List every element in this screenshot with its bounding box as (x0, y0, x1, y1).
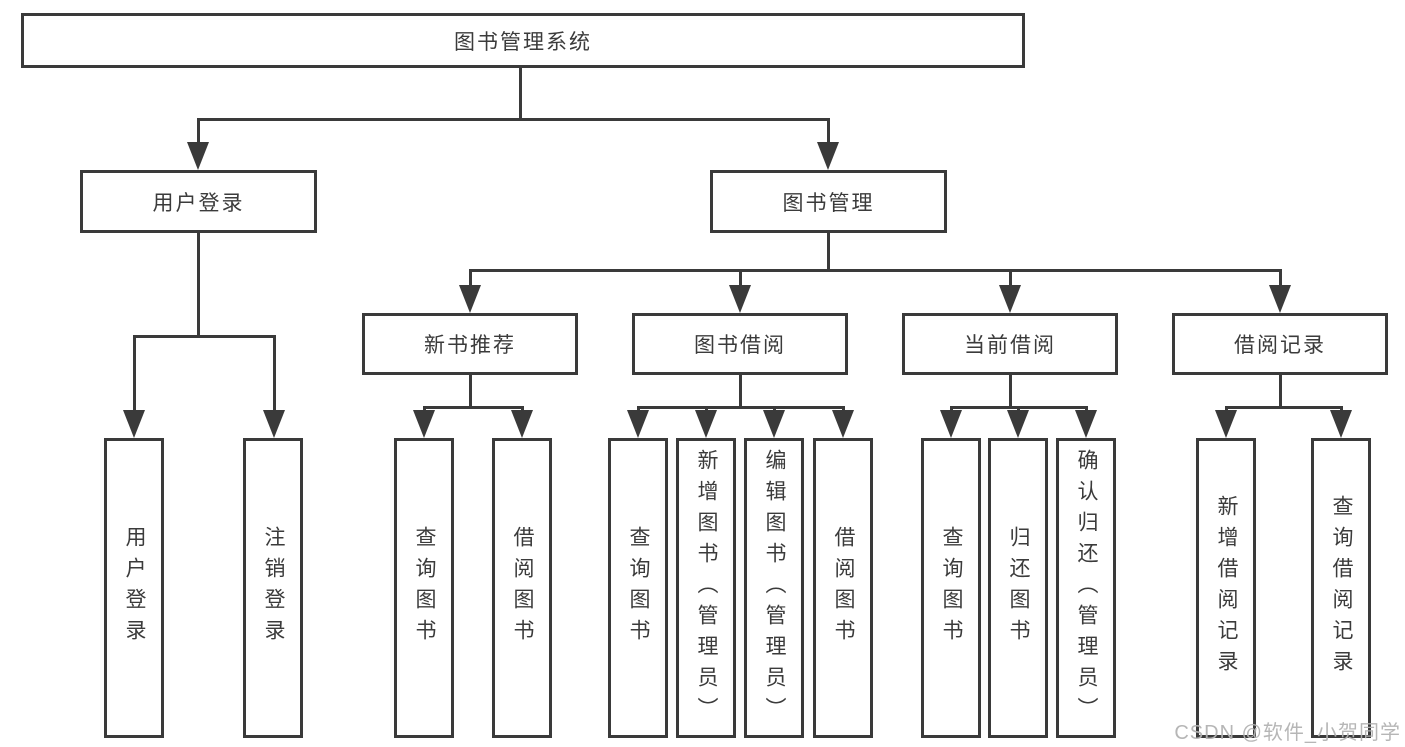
arrow-down-icon (1330, 410, 1352, 438)
node-user-login-branch: 用户登录 (80, 170, 317, 233)
connector-line (197, 118, 830, 121)
arrow-down-icon (627, 410, 649, 438)
connector-line (197, 118, 200, 146)
connector-line (739, 375, 742, 406)
arrow-down-icon (832, 410, 854, 438)
connector-line (1225, 406, 1343, 409)
arrow-down-icon (413, 410, 435, 438)
leaf-add-borrow-record: 新增借阅记录 (1196, 438, 1256, 738)
arrow-down-icon (1269, 285, 1291, 313)
arrow-down-icon (1215, 410, 1237, 438)
connector-line (1009, 375, 1012, 406)
connector-line (827, 233, 830, 269)
connector-line (739, 269, 742, 287)
leaf-return-books: 归还图书 (988, 438, 1048, 738)
arrow-down-icon (123, 410, 145, 438)
arrow-down-icon (695, 410, 717, 438)
leaf-edit-books-admin: 编辑图书（管理员） (744, 438, 804, 738)
connector-line (469, 269, 1282, 272)
leaf-confirm-return-admin: 确认归还（管理员） (1056, 438, 1116, 738)
connector-line (273, 335, 276, 414)
node-book-management-branch: 图书管理 (710, 170, 947, 233)
leaf-query-borrow-record: 查询借阅记录 (1311, 438, 1371, 738)
leaf-logout: 注销登录 (243, 438, 303, 738)
connector-line (197, 233, 200, 335)
connector-line (1279, 375, 1282, 406)
connector-line (133, 335, 136, 414)
node-book-borrowing: 图书借阅 (632, 313, 848, 375)
arrow-down-icon (729, 285, 751, 313)
arrow-down-icon (511, 410, 533, 438)
connector-line (637, 406, 845, 409)
connector-line (469, 269, 472, 287)
leaf-user-login: 用户登录 (104, 438, 164, 738)
leaf-add-books-admin: 新增图书（管理员） (676, 438, 736, 738)
arrow-down-icon (817, 142, 839, 170)
connector-line (133, 335, 276, 338)
connector-line (1009, 269, 1012, 287)
arrow-down-icon (187, 142, 209, 170)
arrow-down-icon (763, 410, 785, 438)
node-current-borrowing: 当前借阅 (902, 313, 1118, 375)
leaf-borrow-books-recommend: 借阅图书 (492, 438, 552, 738)
node-library-management-system: 图书管理系统 (21, 13, 1025, 68)
connector-line (1279, 269, 1282, 287)
leaf-query-books-recommend: 查询图书 (394, 438, 454, 738)
csdn-watermark: CSDN @软件_小贺同学 (1174, 722, 1401, 744)
node-new-book-recommendation: 新书推荐 (362, 313, 578, 375)
arrow-down-icon (1075, 410, 1097, 438)
connector-line (827, 118, 830, 146)
leaf-borrow-books: 借阅图书 (813, 438, 873, 738)
arrow-down-icon (459, 285, 481, 313)
arrow-down-icon (999, 285, 1021, 313)
arrow-down-icon (940, 410, 962, 438)
arrow-down-icon (263, 410, 285, 438)
connector-line (469, 375, 472, 406)
connector-line (519, 68, 522, 118)
leaf-query-books-borrow: 查询图书 (608, 438, 668, 738)
connector-line (423, 406, 524, 409)
leaf-query-books-current: 查询图书 (921, 438, 981, 738)
node-borrowing-records: 借阅记录 (1172, 313, 1388, 375)
arrow-down-icon (1007, 410, 1029, 438)
